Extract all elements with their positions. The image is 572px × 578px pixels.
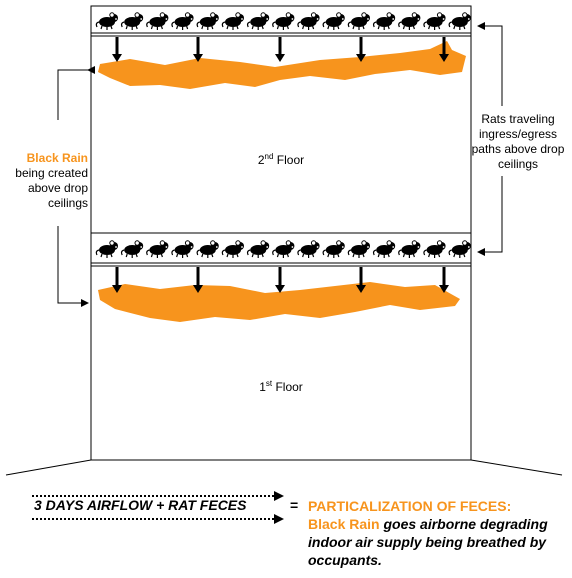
second-floor-label: 2nd Floor [257,152,305,168]
rat-icon [171,240,195,259]
rat-icon [221,12,245,31]
down-arrowhead-icon [439,285,449,293]
left-route-arrow [57,66,95,120]
rat-icon [322,240,346,259]
right-perspective-line [470,459,563,476]
rat-icon [448,240,472,259]
rat-icon [398,240,421,259]
equation-result: PARTICALIZATION OF FECES: Black Rain goe… [308,498,548,568]
equation-lhs: 3 DAYS AIRFLOW + RAT FECES [34,497,247,513]
rat-icon [221,240,245,259]
rat-icon [146,240,169,259]
upper-rat-row [95,12,472,31]
upper-feces-drops [112,37,449,62]
down-arrowhead-icon [112,285,122,293]
equation-equals: = [290,497,299,513]
rat-icon [95,240,119,259]
rat-icon [372,12,396,31]
down-arrowhead-icon [275,54,285,62]
rat-icon [297,12,321,31]
rat-icon [171,12,195,31]
rat-icon [95,12,119,31]
down-arrowhead-icon [193,54,203,62]
right-route-arrow [477,22,503,106]
down-arrowhead-icon [439,54,449,62]
rat-icon [272,12,295,31]
rat-icon [120,12,144,31]
lower-rat-row [95,240,472,259]
rat-icon [120,240,144,259]
left-perspective-line [5,459,92,476]
rat-icon [423,12,447,31]
rat-route-note: Rats traveling ingress/egress paths abov… [471,112,565,171]
rat-icon [347,240,371,259]
rat-icon [146,12,169,31]
rat-icon [372,240,396,259]
down-arrowhead-icon [193,285,203,293]
rat-icon [297,240,321,259]
first-floor-label: 1st Floor [259,379,303,395]
down-arrowhead-icon [112,54,122,62]
rat-icon [423,240,447,259]
down-arrowhead-icon [356,285,366,293]
black-rain-note: Black Rain being created above drop ceil… [15,151,88,210]
rat-icon [448,12,472,31]
rat-icon [246,12,270,31]
rat-icon [398,12,421,31]
down-arrowhead-icon [275,285,285,293]
upper-black-rain-cloud [98,41,466,89]
rat-icon [272,240,295,259]
lower-black-rain-cloud [98,282,460,322]
rat-icon [322,12,346,31]
down-arrowhead-icon [356,54,366,62]
lower-feces-drops [112,267,449,293]
rat-icon [196,240,220,259]
rat-icon [246,240,270,259]
rat-icon [347,12,371,31]
rat-icon [196,12,220,31]
